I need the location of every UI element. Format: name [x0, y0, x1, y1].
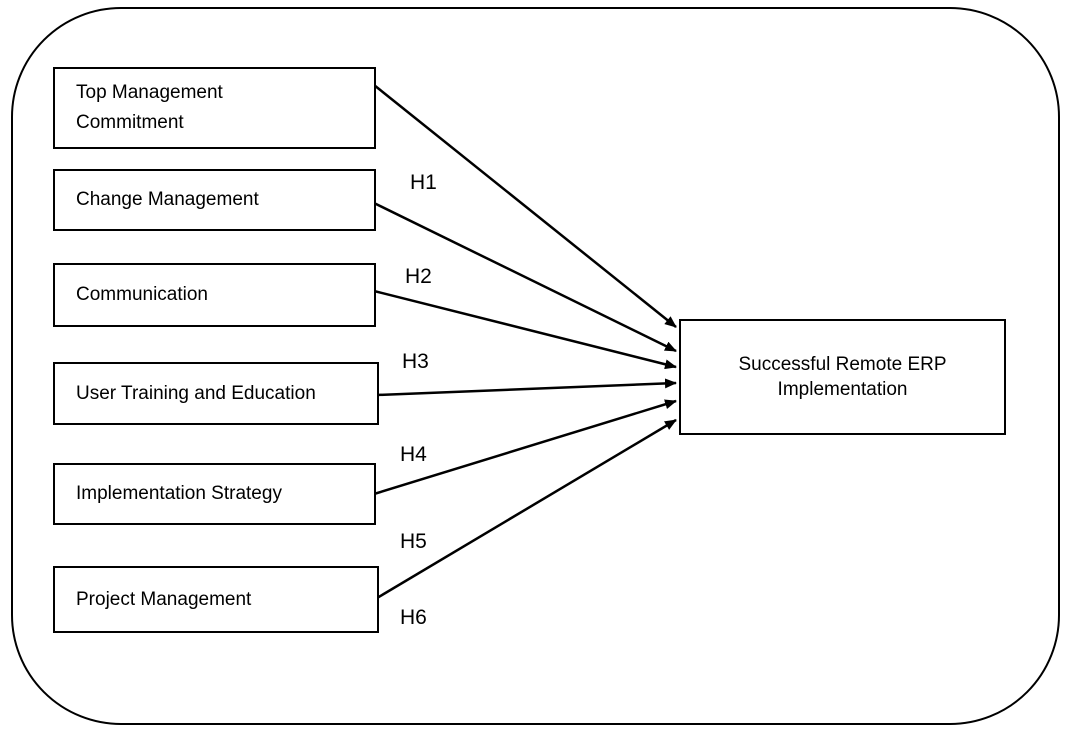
hypothesis-label-h1: H1	[410, 171, 437, 194]
arrow-implementation-strategy	[373, 399, 677, 496]
outcome-box: Successful Remote ERP Implementation	[679, 319, 1006, 435]
arrow-project-management	[376, 418, 677, 600]
factor-box-top-management: Top Management Commitment	[53, 67, 376, 149]
factor-box-implementation-strategy: Implementation Strategy	[53, 463, 376, 525]
factor-label-project-management: Project Management	[76, 588, 252, 610]
factor-box-project-management: Project Management	[53, 566, 379, 633]
arrow-user-training	[376, 378, 677, 397]
hypothesis-label-h5: H5	[400, 530, 427, 553]
hypothesis-label-h6: H6	[400, 606, 427, 629]
factor-box-communication: Communication	[53, 263, 376, 327]
hypothesis-label-h2: H2	[405, 265, 432, 288]
factor-label-user-training: User Training and Education	[76, 382, 316, 404]
outcome-label: Successful Remote ERP Implementation	[738, 354, 947, 400]
arrow-communication	[373, 289, 677, 370]
hypothesis-label-h3: H3	[402, 350, 429, 373]
diagram-frame	[11, 7, 1060, 725]
factor-label-top-management: Top Management Commitment	[76, 82, 223, 133]
factor-box-change-management: Change Management	[53, 169, 376, 231]
arrow-top-management	[373, 84, 677, 328]
factor-label-communication: Communication	[76, 284, 208, 305]
hypothesis-label-h4: H4	[400, 443, 427, 466]
factor-box-user-training: User Training and Education	[53, 362, 379, 425]
factor-label-change-management: Change Management	[76, 189, 259, 210]
arrow-change-management	[373, 201, 677, 353]
factor-label-implementation-strategy: Implementation Strategy	[76, 483, 282, 504]
